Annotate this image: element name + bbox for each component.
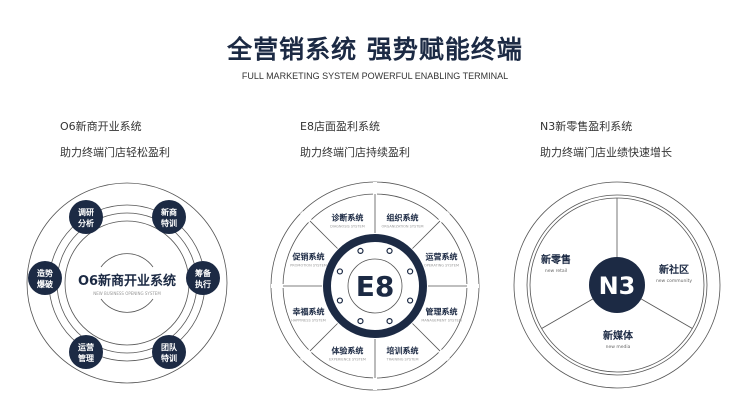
gear-node: [386, 247, 393, 254]
column-desc: 助力终端门店业绩快速增长: [540, 146, 672, 159]
node-label-line1: 调研: [78, 207, 94, 217]
node-circle: [152, 335, 186, 369]
node-circle: [186, 261, 220, 295]
segment-sublabel: DIAGNOSIS SYSTEM: [330, 224, 365, 228]
column-desc: 助力终端门店轻松盈利: [60, 146, 170, 159]
o6-center-title: O6新商开业系统: [78, 273, 176, 289]
center-circle: [589, 257, 645, 313]
segment-label: 管理系统: [426, 307, 458, 317]
segment-divider: [412, 323, 441, 352]
node-label-line2: 爆破: [37, 279, 53, 289]
node-circle: [28, 261, 62, 295]
segment-sublabel: PROMOTION SYSTEM: [290, 263, 327, 267]
segment-divider: [309, 323, 338, 352]
node-label-line2: 执行: [195, 279, 211, 289]
e8-center: E8: [356, 270, 395, 303]
segment-label: 新零售: [541, 253, 571, 266]
node-label-line2: 管理: [78, 353, 94, 363]
n3-diagram: N3 新零售 new retail 新社区 new community 新媒体 new me…: [513, 181, 721, 389]
column-o6: O6新商开业系统 助力终端门店轻松盈利: [60, 118, 170, 170]
segment-sublabel: HAPPINESS SYSTEM: [291, 319, 326, 323]
node-label-line1: 运营: [78, 342, 94, 352]
segment-label: 体验系统: [331, 346, 363, 356]
node-label-line1: 造势: [37, 268, 53, 278]
node-label-line2: 分析: [78, 218, 94, 228]
column-e8: E8店面盈利系统 助力终端门店持续盈利: [300, 118, 410, 170]
segment-label: 组织系统: [387, 212, 419, 222]
segment-sublabel: EXPERIENCE SYSTEM: [329, 358, 366, 362]
node-label-line2: 特训: [161, 218, 177, 228]
gear-node: [336, 268, 343, 275]
segment-sublabel: MANAGEMENT SYSTEM: [421, 319, 461, 323]
center-arc: [100, 253, 154, 268]
n3-center: N3: [599, 272, 636, 300]
page-title: 全营销系统 强势赋能终端: [227, 35, 523, 64]
column-n3: N3新零售盈利系统 助力终端门店业绩快速增长: [540, 118, 672, 170]
outer-ring: [26, 182, 228, 384]
center-circle: [347, 258, 403, 314]
segment-divider: [412, 220, 441, 249]
gear-node: [407, 268, 414, 275]
column-title: O6新商开业系统: [60, 120, 142, 133]
segment-label: 新社区: [659, 263, 689, 276]
node-circle: [152, 200, 186, 234]
segment-label: 培训系统: [387, 346, 419, 356]
segment-label: 新媒体: [603, 329, 634, 342]
segment-sublabel: new retail: [545, 268, 567, 274]
gear-node: [357, 318, 364, 325]
gear-node: [336, 297, 343, 304]
column-title: E8店面盈利系统: [300, 120, 380, 133]
node-label-line2: 特训: [161, 353, 177, 363]
segment-label: 诊断系统: [331, 212, 363, 222]
node-label-line1: 筹备: [195, 268, 212, 278]
segment-sublabel: ORGANIZATION SYSTEM: [382, 224, 424, 228]
node-circle: [69, 200, 103, 234]
segment-label: 促销系统: [291, 251, 324, 261]
segment-label: 运营系统: [426, 251, 458, 261]
segment-sublabel: new community: [656, 278, 692, 284]
node-label-line1: 团队: [161, 342, 178, 352]
page-subtitle: FULL MARKETING SYSTEM POWERFUL ENABLING …: [241, 71, 509, 81]
segment-sublabel: TRAINING SYSTEM: [386, 358, 419, 362]
column-desc: 助力终端门店持续盈利: [300, 146, 410, 159]
gear-node: [357, 247, 364, 254]
outer-ring: [513, 181, 721, 389]
gear-ring: [323, 234, 427, 338]
segment-divider: [309, 220, 338, 249]
segment-label: 幸福系统: [292, 307, 324, 317]
e8-diagram: E8 诊断系统 DIAGNOSIS SYSTEM 组织系统 ORGANIZATION S…: [270, 181, 480, 391]
segment-sublabel: OPERATING SYSTEM: [424, 263, 459, 267]
center-arc: [100, 298, 154, 313]
o6-center-subtitle: NEW BUSINESS OPENING SYSTEM: [93, 291, 161, 296]
inner-ring: [526, 194, 708, 376]
gear-node: [407, 297, 414, 304]
column-title: N3新零售盈利系统: [540, 120, 633, 133]
node-circle: [69, 335, 103, 369]
node-label-line1: 新商: [161, 207, 177, 217]
segment-sublabel: new media: [606, 344, 631, 350]
gear-node: [386, 318, 393, 325]
